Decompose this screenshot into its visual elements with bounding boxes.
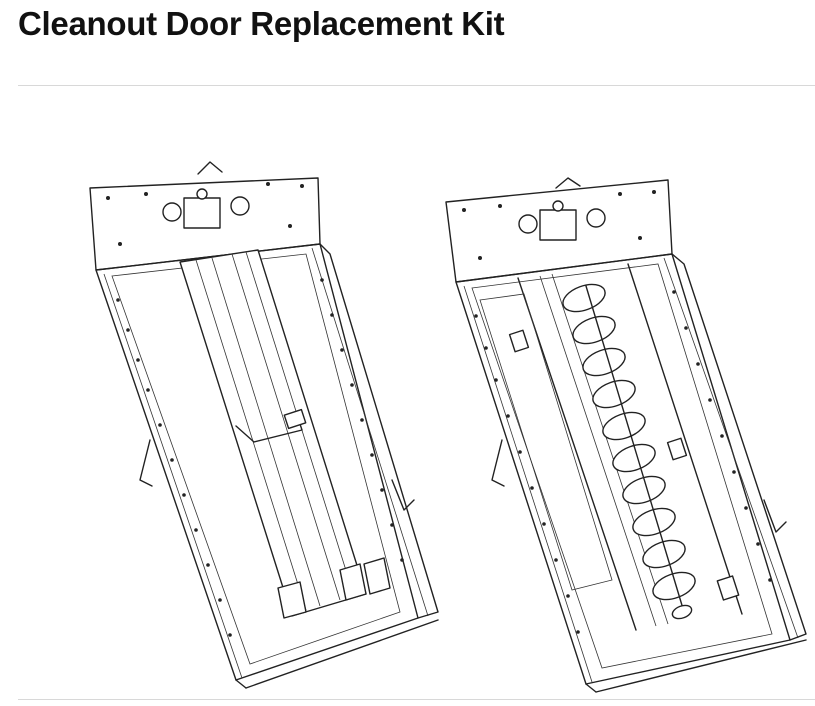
auger-flights bbox=[562, 283, 696, 620]
title-divider bbox=[18, 85, 815, 86]
cleanout-door-housing-open-auger bbox=[445, 177, 807, 693]
bottom-divider bbox=[18, 699, 815, 700]
cleanout-door-housing-closed bbox=[89, 161, 439, 689]
product-illustration bbox=[0, 150, 815, 695]
page-title: Cleanout Door Replacement Kit bbox=[18, 5, 505, 42]
